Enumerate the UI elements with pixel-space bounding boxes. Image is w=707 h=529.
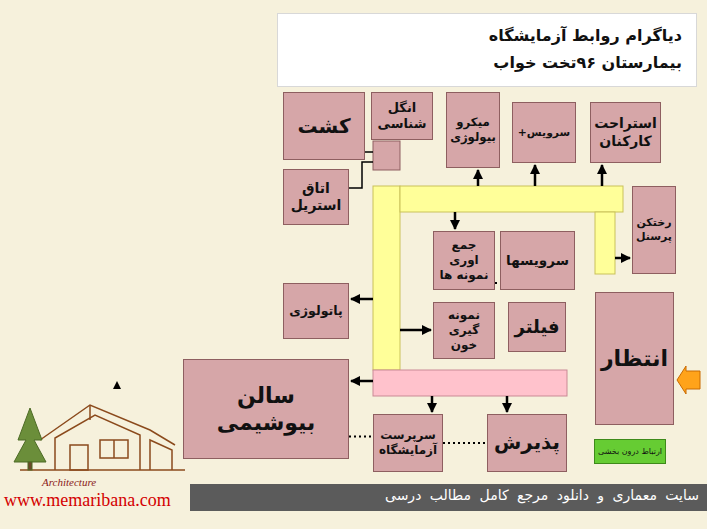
room-inner: سرویس+ (513, 123, 575, 142)
room-box: نمونه گیری خون (433, 302, 495, 359)
footer-text: سایت معماری و دانلود مرجع کامل مطالب درس… (385, 487, 699, 503)
wire (365, 151, 373, 153)
room-inner: میکرو بیولوژی (447, 112, 499, 147)
room-box: فیلتر (508, 302, 566, 352)
room-box: جمع اوری نمونه ها (433, 231, 495, 290)
room-label: نمونه گیری خون (437, 308, 491, 353)
corridor-band (400, 186, 623, 212)
room-inner: فیلتر (509, 313, 565, 342)
corridor-band (373, 370, 567, 396)
room-inner: انگل شناسی (372, 97, 432, 136)
room-label: استراحت کارکنان (594, 115, 657, 150)
room-label: انگل شناسی (375, 100, 429, 133)
room-label: انتظار (599, 345, 670, 373)
room-inner: رختکن پرسنل (633, 213, 675, 247)
room-box: سالن بیوشیمی (183, 359, 349, 459)
room-inner: جمع اوری نمونه ها (434, 235, 494, 286)
wire (349, 162, 373, 188)
room-box: سرویسها (500, 231, 575, 290)
title-text: دیاگرام روابط آزمایشگاه بیمارستان ۹۶تخت … (432, 22, 682, 76)
room-box: سرپرست آزمایشگاه (373, 414, 443, 472)
room-box: پاتولوژی (283, 283, 349, 339)
website-url: www.memaribana.com (4, 490, 171, 511)
room-box: میکرو بیولوژی (446, 92, 500, 168)
relation-line (349, 436, 373, 438)
relation-line (443, 442, 487, 444)
room-box: انتظار (595, 292, 674, 425)
logo-mark (113, 381, 121, 389)
room-box: پذیرش (487, 414, 567, 472)
access-arrows (351, 165, 630, 412)
logo-tree (14, 408, 46, 470)
room-inner: سالن بیوشیمی (184, 379, 348, 440)
legend-text: ارتباط درون بخشی (598, 447, 662, 456)
room-inner: پاتولوژی (284, 300, 348, 322)
room-label: اتاق استریل (287, 180, 345, 215)
room-box: سرویس+ (512, 102, 576, 163)
room-inner: سرویسها (501, 249, 574, 272)
room-inner: انتظار (596, 342, 673, 376)
room-label: میکرو بیولوژی (450, 115, 496, 144)
room-label: کشت (287, 114, 361, 139)
room-label: پاتولوژی (287, 303, 345, 319)
room-box: کشت (283, 92, 365, 160)
room-box: اتاق استریل (283, 169, 349, 225)
legend-swatch: ارتباط درون بخشی (594, 439, 666, 464)
hub-box (373, 141, 400, 170)
room-box: استراحت کارکنان (590, 102, 661, 163)
room-label: جمع اوری نمونه ها (437, 238, 491, 283)
title-box: دیاگرام روابط آزمایشگاه بیمارستان ۹۶تخت … (277, 13, 697, 87)
corridor-band (373, 186, 400, 370)
footer-bar (190, 484, 707, 511)
room-label: سرویسها (504, 252, 571, 269)
logo-caption: Architecture (42, 476, 96, 488)
room-box: انگل شناسی (371, 92, 433, 140)
room-label: سرپرست آزمایشگاه (377, 428, 439, 458)
room-label: پذیرش (491, 431, 563, 456)
room-inner: نمونه گیری خون (434, 305, 494, 356)
room-inner: سرپرست آزمایشگاه (374, 425, 442, 461)
room-inner: پذیرش (488, 428, 566, 459)
room-label: فیلتر (512, 316, 562, 339)
room-inner: استراحت کارکنان (591, 112, 660, 153)
room-label: سرویس+ (516, 126, 572, 139)
room-label: رختکن پرسنل (636, 216, 672, 244)
room-box: رختکن پرسنل (632, 186, 676, 274)
room-inner: اتاق استریل (284, 177, 348, 218)
room-inner: کشت (284, 111, 364, 142)
corridor-band (595, 212, 615, 274)
entrance-arrow (677, 366, 700, 394)
room-label: سالن بیوشیمی (187, 382, 345, 437)
